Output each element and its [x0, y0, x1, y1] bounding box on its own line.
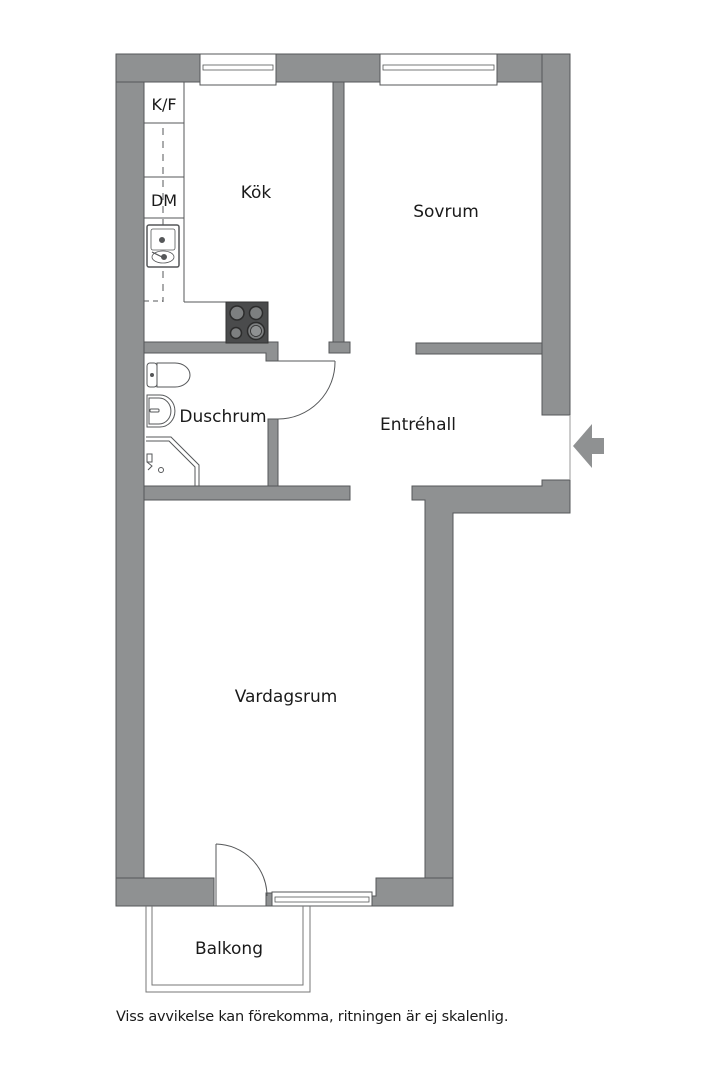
room-label-balkong: Balkong [195, 939, 263, 959]
disclaimer-text: Viss avvikelse kan förekomma, ritningen … [116, 1009, 509, 1025]
room-label-kok: Kök [241, 183, 272, 203]
wall-kitchen-bedroom [332, 81, 345, 343]
wall-top-1 [115, 53, 201, 83]
wall-right-lower [411, 479, 571, 907]
wall-left [115, 53, 145, 907]
wall-bottom-left [115, 877, 215, 907]
wall-kitchen-bath [143, 341, 279, 362]
wall-top-2 [275, 53, 381, 83]
fridge-freezer-label: K/F [151, 95, 176, 114]
window-kitchen [199, 53, 277, 86]
toilet-icon [146, 362, 191, 388]
wall-bath-living [143, 485, 351, 501]
dishwasher-label: DM [151, 191, 177, 210]
balcony [145, 906, 311, 993]
wall-kitchen-bedroom-foot [328, 341, 351, 354]
room-label-vardagsrum: Vardagsrum [235, 687, 338, 707]
stove-icon [225, 301, 269, 344]
window-bedroom [379, 53, 498, 86]
washbasin-icon [146, 394, 176, 428]
sink-icon [146, 224, 180, 268]
door-bathroom [277, 360, 336, 420]
door-balcony [214, 843, 268, 907]
wall-bath-right [267, 418, 279, 487]
room-label-duschrum: Duschrum [179, 407, 266, 427]
wall-bottom-right [371, 877, 454, 907]
room-label-sovrum: Sovrum [413, 202, 479, 222]
window-living [271, 891, 373, 907]
entrance-arrow-icon [573, 424, 604, 468]
kitchen-counter [144, 82, 226, 303]
wall-right-upper [541, 53, 571, 416]
shower-icon [146, 436, 200, 486]
wall-bedroom-hall [415, 342, 543, 355]
room-label-entrehall: Entréhall [380, 415, 456, 435]
